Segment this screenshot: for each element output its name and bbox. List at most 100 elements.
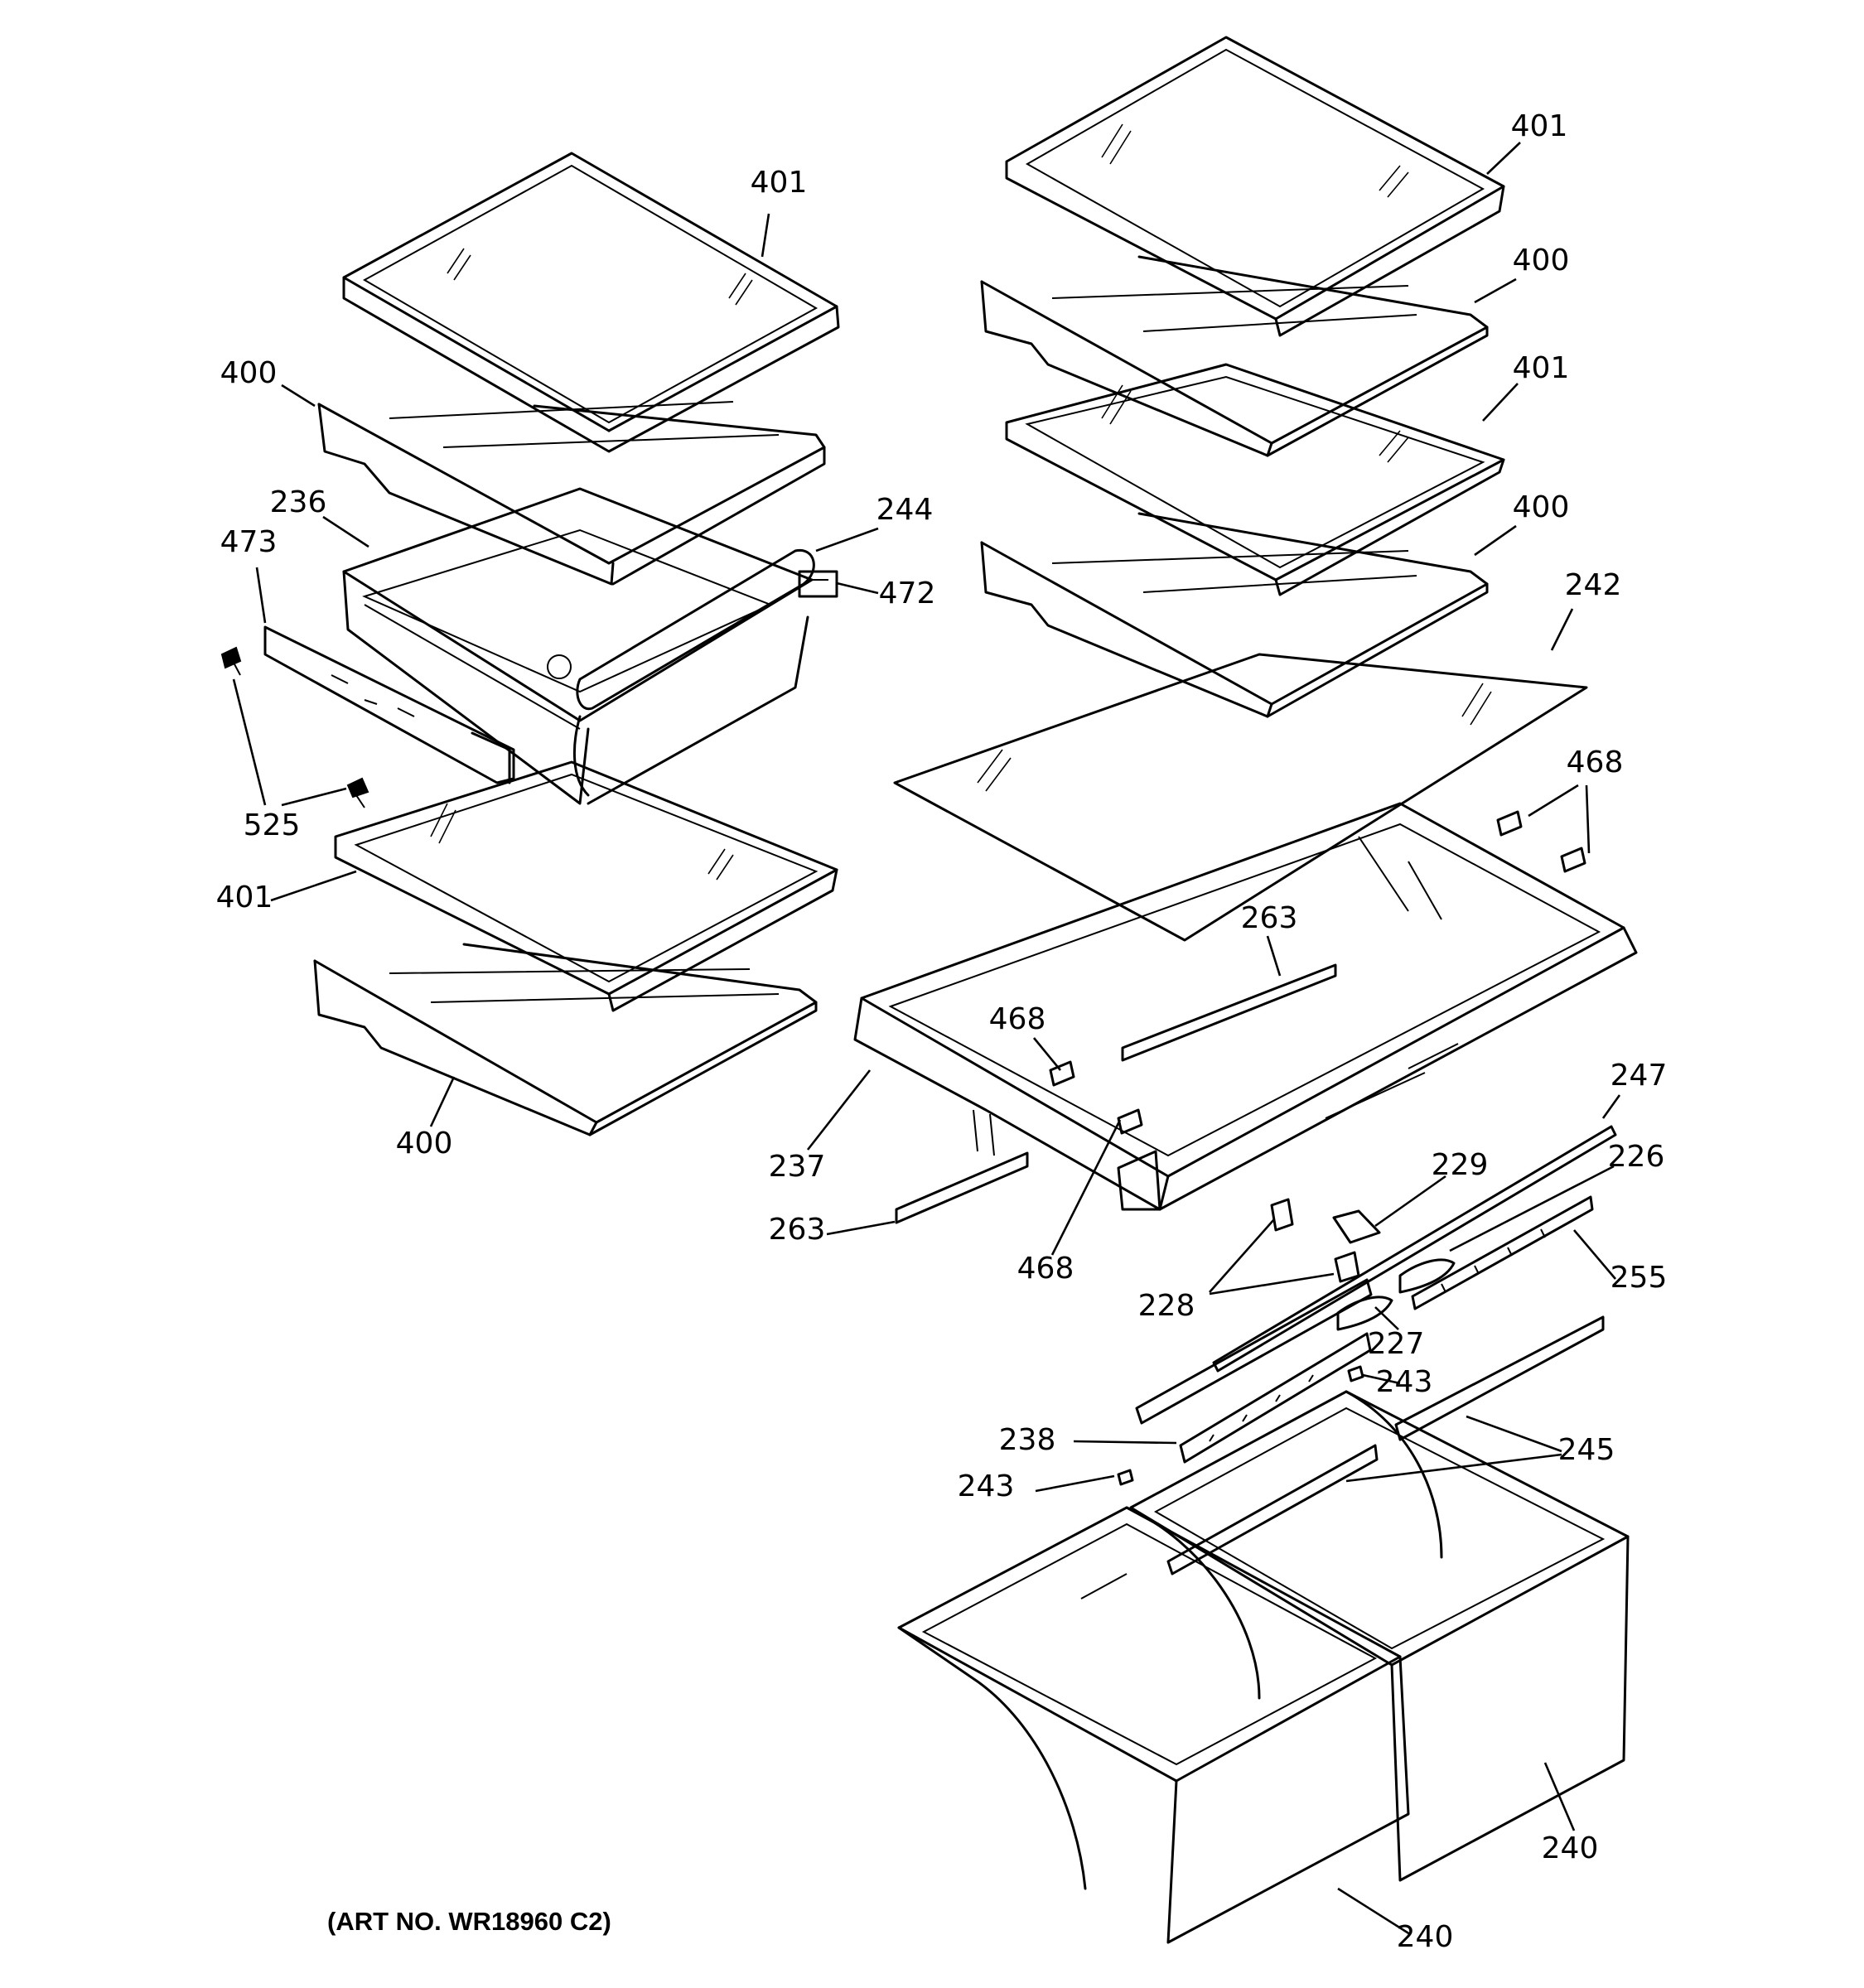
callout-label: 245	[1558, 1433, 1615, 1467]
leader-line	[806, 1069, 872, 1151]
seal-strip-upper	[1121, 963, 1337, 1062]
control-knob-227	[1336, 1296, 1393, 1331]
drawer-side-rail	[263, 625, 515, 784]
leader-line	[322, 515, 369, 548]
callout-label: 401	[751, 166, 808, 200]
callout-label: 244	[876, 493, 934, 527]
callout-label: 242	[1565, 568, 1622, 602]
leader-line	[1209, 1272, 1335, 1296]
callout-label: 240	[1397, 1920, 1454, 1954]
callout-label: 472	[879, 577, 936, 610]
leader-line	[1486, 142, 1521, 175]
leader-line	[281, 787, 347, 807]
leader-line	[1550, 608, 1574, 651]
glass-shelf-top-right	[1005, 36, 1505, 337]
clip-468-c	[1496, 810, 1523, 837]
clip-468-d	[1560, 847, 1586, 873]
screw-upper	[220, 646, 242, 676]
leader-line	[1266, 935, 1282, 977]
leader-line	[1032, 1037, 1062, 1071]
callout-label: 229	[1432, 1148, 1489, 1182]
callout-label: 401	[1511, 109, 1568, 143]
callout-label: 468	[989, 1002, 1046, 1036]
leader-line	[1482, 383, 1519, 422]
leader-line	[1449, 1165, 1615, 1252]
leader-line	[1543, 1762, 1576, 1831]
pan-slide-245-b	[1166, 1444, 1379, 1575]
callout-label: 226	[1608, 1140, 1665, 1174]
meat-pan-drawer	[342, 487, 814, 805]
callout-label: 237	[769, 1150, 826, 1184]
crisper-cover-frame	[853, 802, 1638, 1211]
leader-line	[1374, 1175, 1446, 1228]
leader-line	[815, 527, 879, 552]
shelf-frame-upper-left	[317, 401, 826, 586]
callout-label: 228	[1138, 1289, 1195, 1323]
callout-label: 525	[244, 808, 301, 842]
leader-line	[1474, 524, 1517, 557]
leader-line	[1466, 1415, 1562, 1453]
leader-line	[281, 384, 316, 408]
callout-label: 227	[1368, 1327, 1425, 1361]
leader-line	[1374, 1306, 1399, 1330]
callout-label: 243	[958, 1469, 1015, 1503]
leader-line	[1209, 1218, 1275, 1293]
callout-label: 243	[1376, 1365, 1433, 1399]
clip-468-b	[1117, 1108, 1143, 1135]
callout-label: 236	[270, 485, 327, 519]
callout-label: 263	[1241, 901, 1298, 935]
shelf-frame-upper-right	[980, 255, 1489, 457]
leader-line	[1073, 1440, 1177, 1445]
leader-line	[1362, 1373, 1401, 1385]
callout-label: 401	[1513, 351, 1570, 385]
shelf-frame-lower-left	[313, 943, 818, 1136]
drawer-slide-clip	[798, 570, 838, 598]
leader-line	[1585, 784, 1591, 854]
retainer-228-b	[1334, 1251, 1360, 1283]
damper-rod	[1212, 1125, 1617, 1373]
crisper-pan-rear	[1129, 1390, 1630, 1882]
leader-line	[836, 581, 879, 595]
callout-label: 401	[216, 881, 273, 914]
callout-label: 238	[999, 1423, 1056, 1457]
glass-shelf-middle-right	[1005, 363, 1505, 596]
art-number: (ART NO. WR18960 C2)	[327, 1907, 611, 1936]
pan-divider-rail	[1135, 1278, 1373, 1464]
leader-line	[826, 1220, 896, 1236]
callout-label: 400	[1513, 490, 1570, 524]
leader-line	[1050, 1119, 1122, 1256]
control-knob-226	[1398, 1258, 1456, 1294]
leader-line	[1345, 1453, 1562, 1483]
glass-shelf-top-left	[342, 152, 840, 453]
callout-label: 247	[1610, 1059, 1668, 1093]
retainer-228-a	[1270, 1198, 1294, 1232]
crisper-pan-front	[897, 1506, 1410, 1944]
callout-label: 468	[1567, 746, 1624, 779]
callout-label: 400	[396, 1127, 453, 1160]
screw-lower	[346, 777, 369, 808]
callout-label: 468	[1017, 1252, 1074, 1286]
callout-label: 240	[1542, 1831, 1599, 1865]
callout-label: 255	[1610, 1261, 1668, 1295]
leader-line	[761, 213, 770, 258]
leader-line	[429, 1076, 456, 1127]
humidity-slide-rail	[1411, 1195, 1594, 1310]
leader-line	[1528, 784, 1579, 818]
leader-line	[270, 870, 357, 902]
control-slide-229	[1332, 1209, 1381, 1244]
leader-line	[1573, 1229, 1616, 1280]
spacer-243-a	[1347, 1365, 1364, 1382]
shelf-frame-middle-right	[980, 512, 1489, 718]
leader-line	[1474, 277, 1517, 304]
seal-strip-lower	[895, 1151, 1029, 1224]
leader-line	[1601, 1094, 1621, 1119]
leader-line	[255, 567, 267, 624]
leader-line	[232, 678, 267, 806]
callout-label: 400	[1513, 244, 1570, 277]
glass-shelf-lower-left	[334, 760, 838, 1012]
leader-line	[1035, 1474, 1115, 1493]
callout-label: 263	[769, 1213, 826, 1247]
spacer-243-b	[1117, 1469, 1134, 1486]
drawer-cover-rod	[576, 549, 815, 711]
